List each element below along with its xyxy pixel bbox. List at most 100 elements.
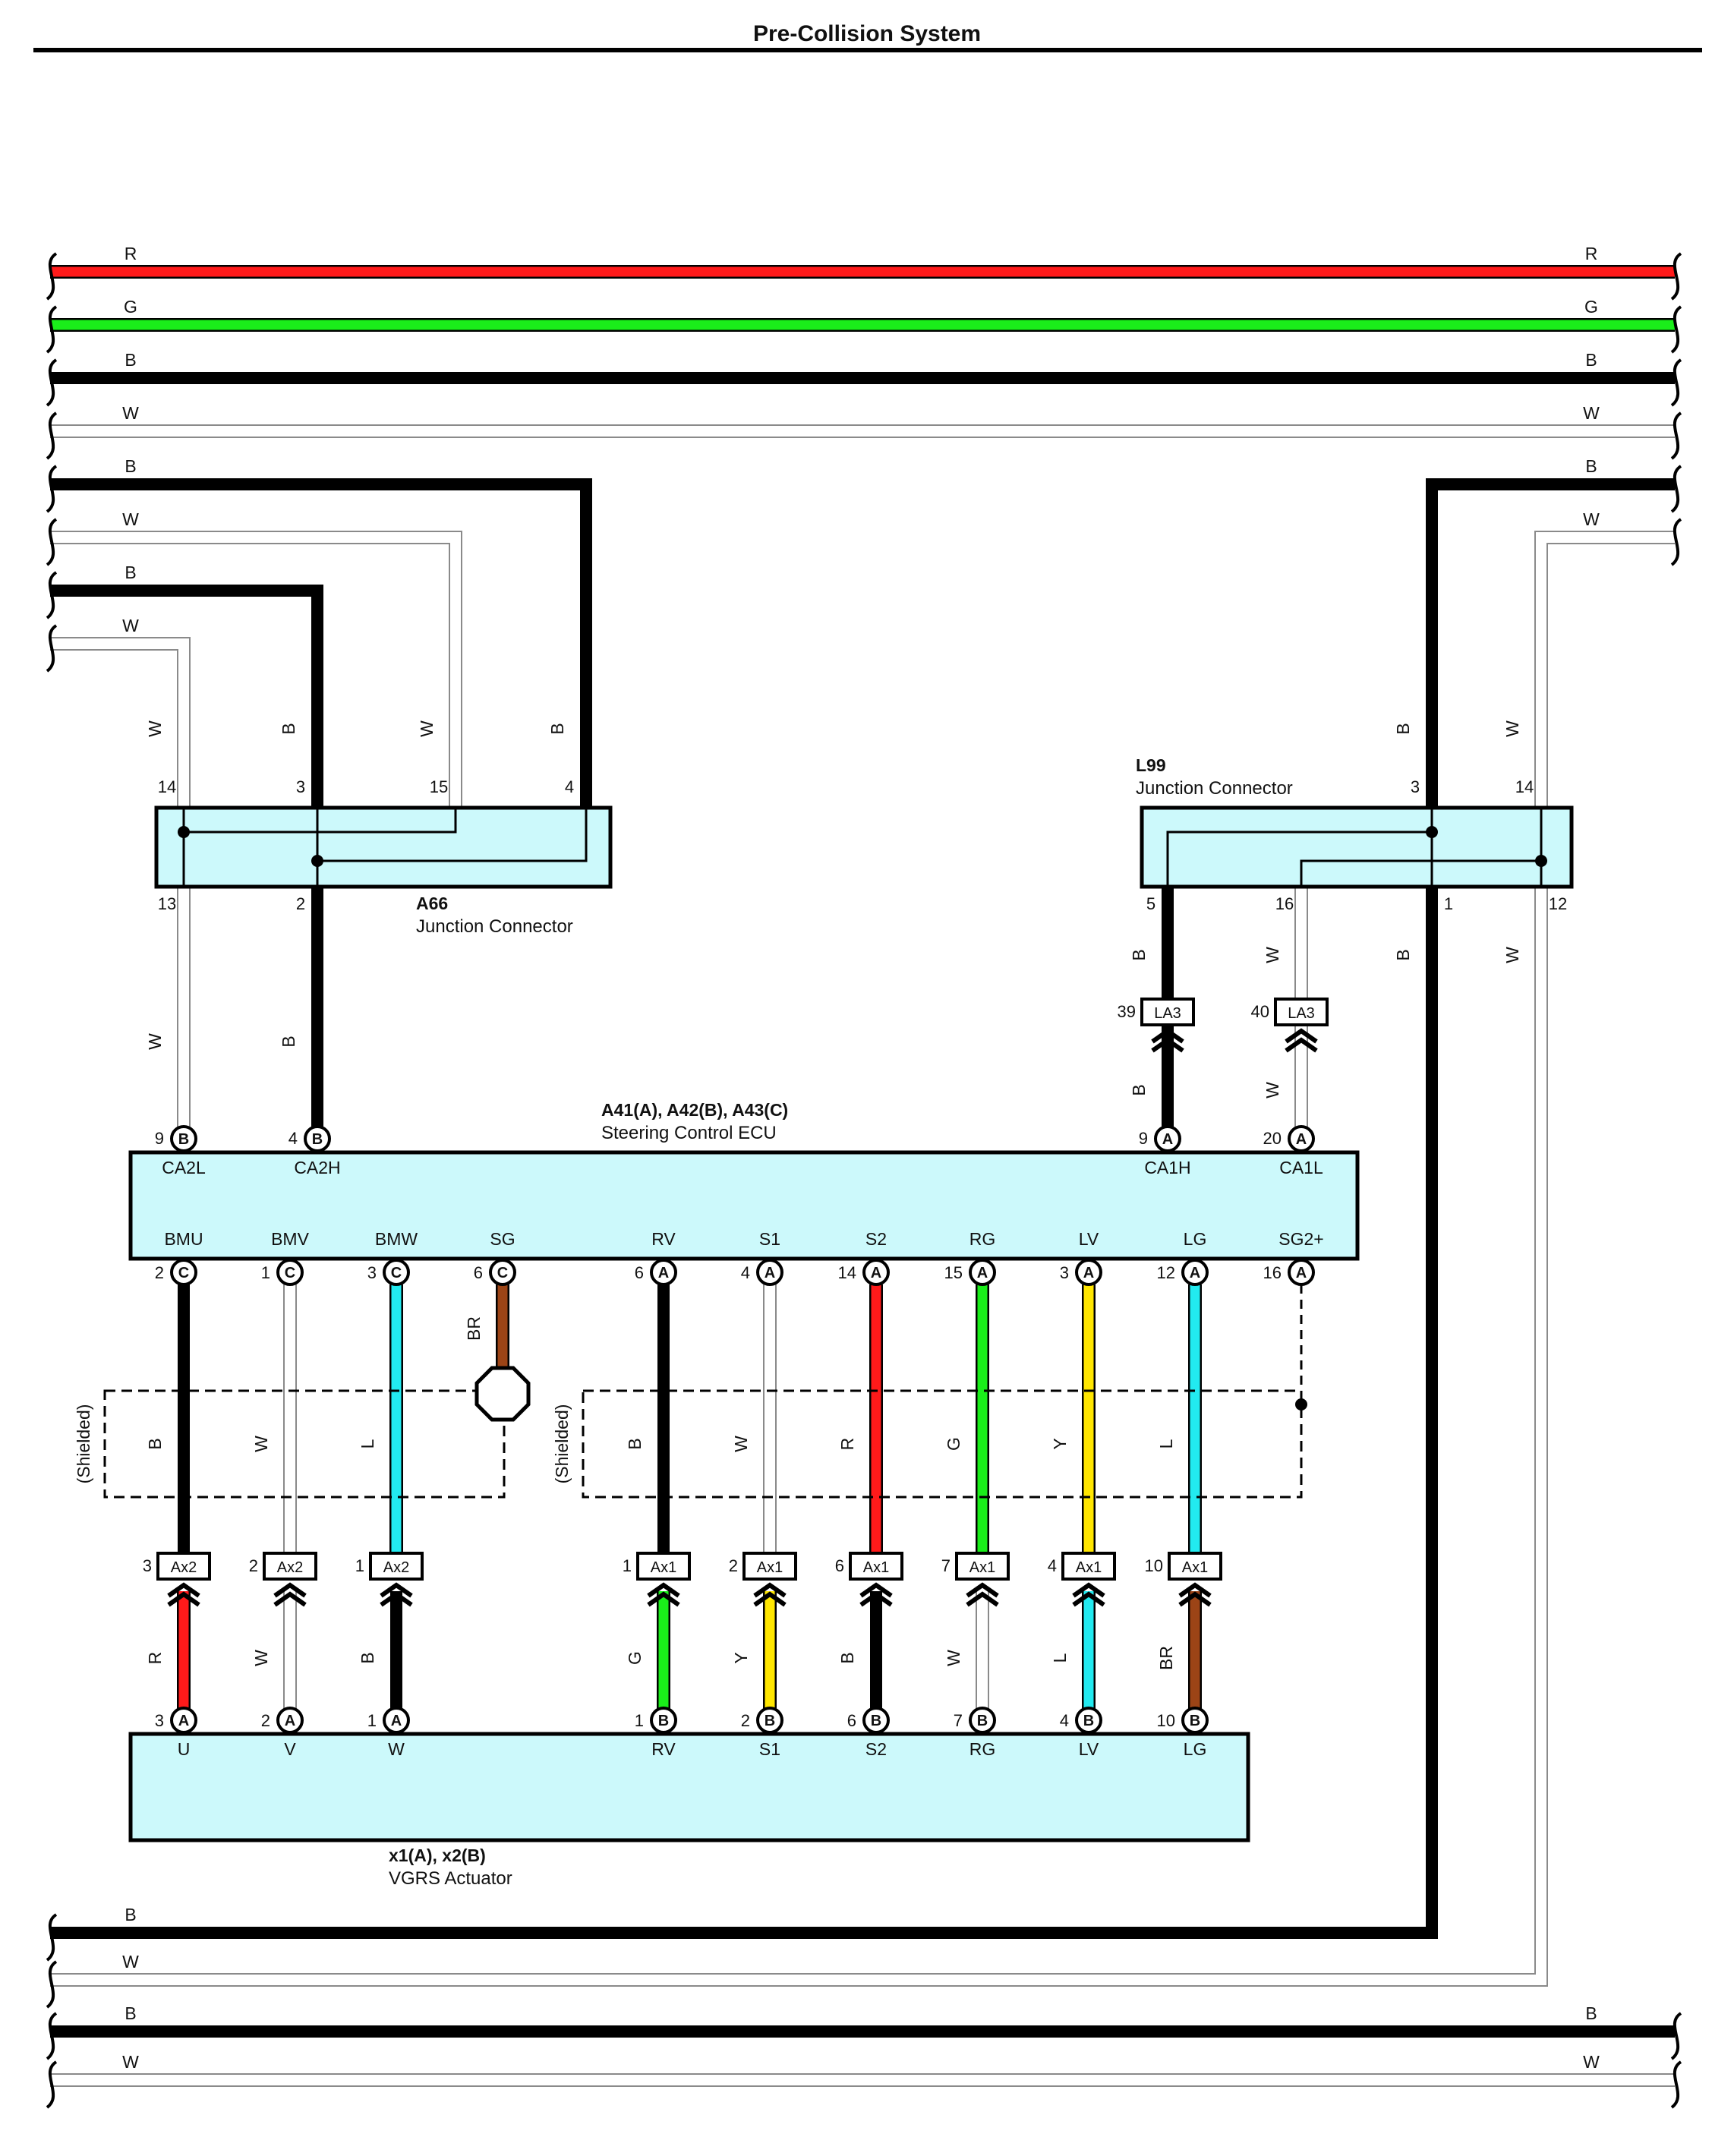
ecu-bottom-pin-letter: C [497,1265,508,1281]
ecu-bottom-pin-number: 15 [944,1263,963,1282]
ecu-top-pin-letter: B [312,1131,323,1148]
ax-mating-chevron [753,1582,787,1598]
ecu-bottom-signal-label: BMU [164,1229,203,1249]
ax-mating-chevron [167,1582,200,1598]
ecu-top-pin-letter: B [178,1131,189,1148]
bus-label-right: B [1585,350,1597,370]
upper-wire-color-label: B [145,1438,165,1449]
l99-bottom-pin-number: 12 [1549,894,1567,913]
ax-pin-number: 6 [835,1556,844,1575]
ax-mating-chevron [167,1591,200,1607]
ecu-top-pin-circle [170,1125,197,1152]
ecu-bottom-pin-number: 12 [1157,1263,1175,1282]
bottom-bus-label-left: W [122,1952,139,1972]
l99-bottom-pin-number: 16 [1275,894,1294,913]
ecu-description: Steering Control ECU [601,1123,777,1143]
sg-wire-color-label: BR [464,1316,484,1341]
wire-break-mark-right [1670,411,1682,460]
l99-bottom-pin-number: 5 [1146,894,1155,913]
lower-wire-color-label: L [1050,1653,1070,1663]
a66-wire-color-label: W [145,720,165,737]
wire-break-mark-right [1670,252,1682,301]
l99-splice-point [1426,826,1438,838]
actuator-signal-label: LV [1079,1739,1099,1759]
a66-internal-line [184,809,457,834]
wire-break-mark-left [46,571,58,619]
ecu-bottom-signal-label: BMW [375,1229,418,1249]
ax-connector-box [742,1552,797,1581]
ax-connector-label: Ax2 [171,1559,197,1576]
bottom-bus-label-left: B [125,1905,136,1924]
ecu-bottom-signal-label: LG [1184,1229,1207,1249]
actuator-pin-circle [862,1707,890,1734]
a66-wire-color-label: B [279,723,298,734]
actuator-signal-label: U [178,1739,191,1759]
ecu-bottom-pin-circle [1288,1259,1315,1286]
ecu-top-pin-circle [1288,1125,1315,1152]
ax-mating-chevron [1072,1582,1105,1598]
lower-wire-color-label: R [145,1652,165,1665]
ax-mating-chevron [273,1582,307,1598]
ecu-bottom-signal-label: SG2+ [1278,1229,1323,1249]
wire-break-mark-left [46,2012,58,2060]
actuator-signal-label: RV [651,1739,676,1759]
bottom-bus-label-left: W [122,2052,139,2072]
actuator-pin-circle [1075,1707,1102,1734]
ecu-top-pin-letter: A [1162,1131,1173,1148]
bottom-bus-label-right: B [1585,2003,1597,2023]
actuator-signal-label: V [284,1739,296,1759]
actuator-pin-letter: A [178,1713,189,1729]
lower-wire-color-label: W [944,1650,963,1666]
a66-lower-wire-color-label: B [279,1035,298,1047]
a66-connector-name: A66 [416,894,448,913]
l99-internal-line [1166,809,1433,885]
la3-pin-number: 40 [1251,1002,1269,1021]
l99-connector-name: L99 [1136,755,1166,775]
ecu-bottom-signal-label: RV [651,1229,676,1249]
a66-wire-color-label: W [417,720,437,737]
bottom-bus-label-right: W [1583,2052,1600,2072]
bus-label-right: B [1585,456,1597,476]
bus-label-left: W [122,509,139,529]
ax-pin-number: 3 [143,1556,152,1575]
ecu-top-pin-circle [304,1125,331,1152]
page-title: Pre-Collision System [753,21,981,46]
bus-label-left: R [125,244,137,263]
ecu-top-signal-label: CA1H [1144,1158,1190,1177]
upper-wire-color-label: G [944,1437,963,1451]
ax-connector-box [1061,1552,1116,1581]
steering-control-ecu-box [128,1150,1360,1261]
shield-ground-symbol [474,1366,531,1422]
wire-break-mark-right [1670,2012,1682,2060]
ecu-bottom-pin-number: 2 [155,1263,164,1282]
ax-connector-label: Ax1 [757,1559,783,1576]
actuator-pin-number: 3 [155,1711,164,1730]
ax-connector-box [369,1552,424,1581]
ax-connector-label: Ax1 [651,1559,676,1576]
la3-mating-chevron [1151,1037,1184,1053]
actuator-pin-letter: A [391,1713,402,1729]
a66-splice-point [178,826,190,838]
bus-label-left: B [125,350,136,370]
bus-label-left: B [125,456,136,476]
ecu-bottom-pin-letter: C [178,1265,189,1281]
upper-wire-color-label: B [625,1438,645,1449]
actuator-signal-label: LG [1184,1739,1207,1759]
l99-splice-point [1535,855,1547,867]
lower-wire-color-label: B [358,1652,377,1663]
ecu-bottom-pin-circle [969,1259,996,1286]
ax-connector-label: Ax2 [383,1559,409,1576]
bus-wire-5-outline [50,531,462,809]
actuator-pin-circle [276,1707,304,1734]
lower-wire-color-label: W [251,1650,271,1666]
ecu-bottom-pin-letter: C [391,1265,402,1281]
ecu-bottom-pin-number: 16 [1263,1263,1282,1282]
ecu-bottom-pin-letter: A [1190,1265,1200,1281]
actuator-pin-number: 1 [367,1711,377,1730]
lower-wire-color-label: G [625,1651,645,1665]
bus-wire-6 [50,585,323,809]
ax-connector-box [955,1552,1010,1581]
shield-splice-point [1295,1398,1307,1411]
